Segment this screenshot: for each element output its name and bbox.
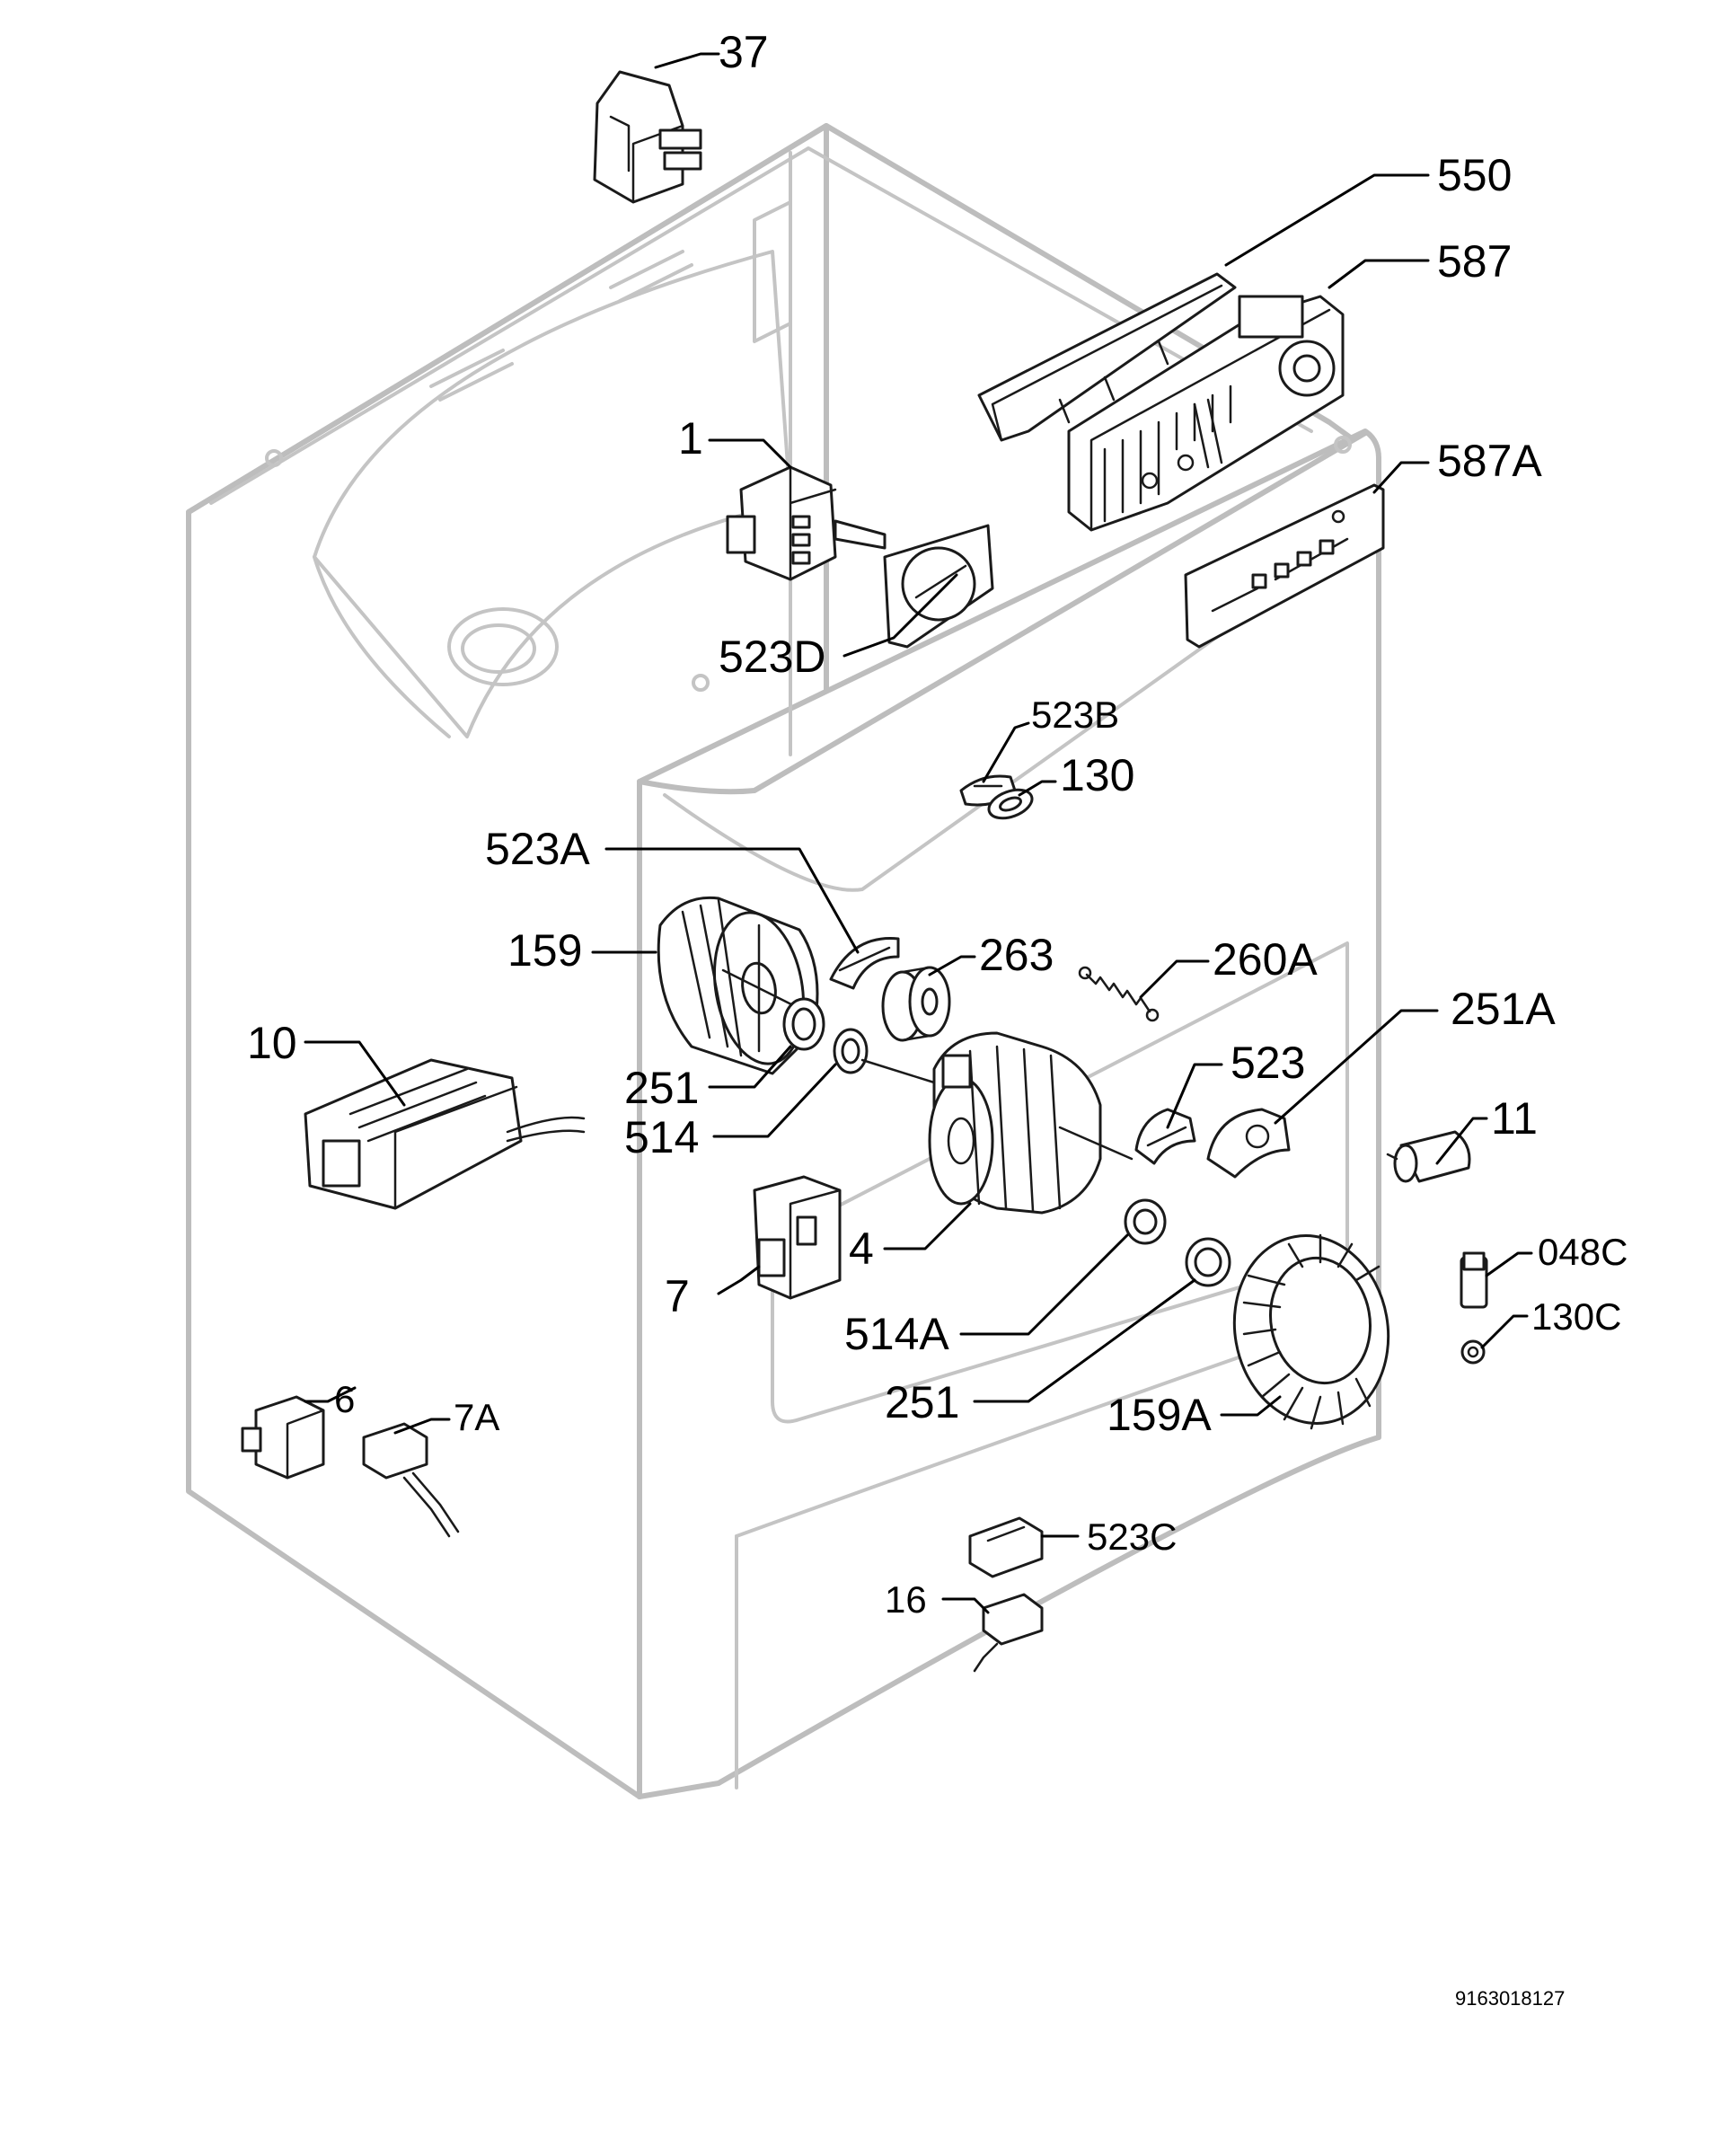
- label-37: 37: [719, 27, 769, 77]
- label-10: 10: [247, 1018, 297, 1068]
- label-7A: 7A: [454, 1396, 499, 1438]
- document-number: 9163018127: [1455, 1987, 1565, 2010]
- part-130C-gasket: [1460, 1339, 1486, 1365]
- label-130C: 130C: [1531, 1295, 1621, 1338]
- part-130-seal: [987, 788, 1034, 820]
- label-130: 130: [1060, 750, 1134, 800]
- part-251-ring-upper: [782, 997, 825, 1051]
- part-523C-bracket: [968, 1516, 1044, 1578]
- part-10-heater: [304, 1058, 586, 1210]
- label-251-upper: 251: [624, 1063, 699, 1113]
- part-514-ring: [833, 1028, 869, 1074]
- label-514A: 514A: [844, 1309, 949, 1359]
- label-523C: 523C: [1087, 1515, 1177, 1558]
- label-514: 514: [624, 1112, 699, 1162]
- label-048C: 048C: [1538, 1231, 1628, 1273]
- part-159A-impeller: [1232, 1233, 1390, 1430]
- part-251A-housing: [1206, 1108, 1291, 1179]
- part-4-motor: [860, 1031, 1134, 1215]
- label-251A: 251A: [1451, 984, 1556, 1034]
- part-048C-plug: [1460, 1251, 1488, 1309]
- part-1-switch: [726, 465, 887, 581]
- part-523D-bracket: [883, 524, 994, 649]
- label-587: 587: [1437, 236, 1512, 287]
- part-251-ring-lower: [1185, 1237, 1231, 1287]
- label-159: 159: [507, 925, 582, 976]
- label-263: 263: [979, 930, 1054, 980]
- part-550-cover: [977, 272, 1237, 442]
- label-4: 4: [849, 1224, 874, 1274]
- label-523A: 523A: [485, 824, 590, 874]
- part-523-bracket: [1134, 1108, 1196, 1165]
- label-16: 16: [885, 1578, 927, 1621]
- part-263-pulley: [881, 966, 951, 1042]
- label-523B: 523B: [1031, 694, 1119, 736]
- label-260A: 260A: [1213, 934, 1318, 985]
- part-587A-panel: [1184, 483, 1385, 649]
- part-labels: 37 550 587 587A 1 523D 523B 130 523A 159…: [247, 27, 1628, 2010]
- part-159-fan-wheel: [657, 896, 819, 1075]
- leader-lines: [304, 52, 1533, 1614]
- label-550: 550: [1437, 150, 1512, 200]
- label-1: 1: [678, 413, 703, 464]
- label-251-lower: 251: [885, 1377, 959, 1427]
- part-587-module: [1067, 295, 1345, 532]
- label-523D: 523D: [719, 632, 826, 682]
- part-16-microswitch: [973, 1593, 1044, 1673]
- part-37-lock: [593, 70, 702, 204]
- label-159A: 159A: [1107, 1390, 1212, 1440]
- part-7A-microswitch: [362, 1422, 460, 1538]
- part-6-sensor: [241, 1395, 325, 1480]
- label-523: 523: [1231, 1038, 1305, 1088]
- label-7: 7: [665, 1271, 690, 1321]
- label-11: 11: [1491, 1093, 1538, 1144]
- part-7-relay: [753, 1175, 842, 1300]
- label-6: 6: [334, 1378, 355, 1420]
- part-260A-spring: [1078, 966, 1160, 1022]
- part-514A-ring: [1124, 1198, 1167, 1245]
- label-587A: 587A: [1437, 436, 1542, 486]
- part-523A-cover: [829, 937, 900, 990]
